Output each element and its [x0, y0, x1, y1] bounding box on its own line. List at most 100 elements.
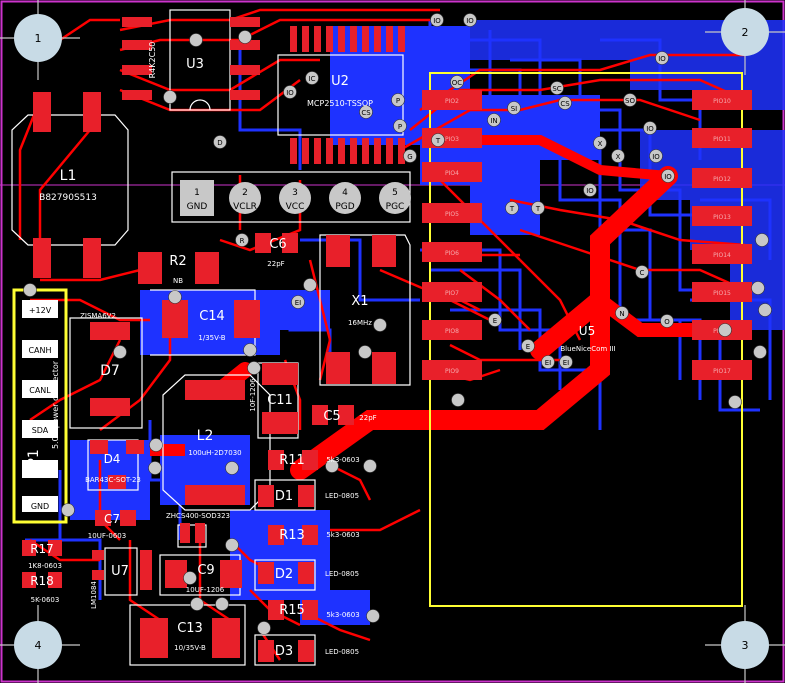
via: EI	[291, 295, 305, 309]
mount-hole-2: 2	[721, 8, 769, 56]
via	[225, 538, 239, 552]
label-l1-value: B82790S513	[39, 193, 97, 203]
via: IO	[430, 13, 444, 27]
via-label: D	[217, 139, 222, 147]
label-r15-ref: R15	[279, 603, 305, 618]
via-label: SI	[511, 105, 518, 113]
label-d4-ref: D4	[104, 452, 121, 466]
u2-pin	[362, 138, 369, 164]
header-pin-2-label: VCLR	[233, 202, 257, 212]
jp1-outline	[12, 288, 68, 524]
mount-hole-3: 3	[721, 621, 769, 669]
label-d2-value: LED-0805	[325, 570, 359, 578]
label-r17-ref: R17	[30, 542, 54, 556]
svg-text:3: 3	[742, 639, 749, 652]
via	[225, 461, 239, 475]
via	[61, 503, 75, 517]
via: E	[521, 339, 535, 353]
u2-pin	[374, 138, 381, 164]
via	[358, 345, 372, 359]
label-r2-value: NB	[173, 277, 183, 285]
via	[751, 281, 765, 295]
header-pin-3-num: 3	[292, 188, 298, 198]
jp1-pin-4: SDA	[32, 426, 49, 435]
via: P	[391, 93, 405, 107]
via	[243, 343, 257, 357]
via	[753, 345, 767, 359]
u2-pin	[398, 26, 405, 52]
u5-pad: PIO15	[692, 282, 752, 302]
u2-pin	[314, 26, 321, 52]
u5-pad: PIO17	[692, 360, 752, 380]
label-c14-ref: C14	[199, 309, 225, 324]
u5-pad: PIO5	[422, 203, 482, 223]
jp1-pads: +12V CANH CANL SDA GND 5.0V power connec…	[22, 300, 60, 512]
via-label: IO	[466, 17, 474, 25]
u2-pin	[302, 138, 309, 164]
u5-pad: PIO14	[692, 244, 752, 264]
via	[215, 597, 229, 611]
label-r11-ref: R11	[279, 453, 305, 468]
u2-pin	[326, 26, 333, 52]
header-pin-5-num: 5	[392, 188, 398, 198]
via-label: OC	[452, 79, 463, 87]
u2-pin	[314, 138, 321, 164]
label-d1-value: LED-0805	[325, 492, 359, 500]
label-c6-value: 22pF	[267, 260, 284, 268]
jp1-pin-5: GND	[31, 502, 49, 511]
u5-pad-label: PIO13	[713, 214, 731, 221]
u2-pin	[290, 138, 297, 164]
svg-text:4: 4	[35, 639, 42, 652]
header-pin-1-label: GND	[187, 202, 208, 212]
via	[113, 345, 127, 359]
label-r13-value: 5k3-0603	[326, 531, 359, 539]
via-label: EI	[545, 359, 552, 367]
via: IC	[305, 71, 319, 85]
header-pin-4-label: PGD	[335, 202, 354, 212]
u5-pad: PIO9	[422, 360, 482, 380]
jp1-ref: JP1	[26, 449, 42, 471]
via	[451, 393, 465, 407]
via: E	[488, 313, 502, 327]
label-r2-ref: R2	[169, 254, 186, 269]
via-label: IO	[286, 89, 294, 97]
label-r15-value: 5k3-0603	[326, 611, 359, 619]
via-label: IO	[658, 55, 666, 63]
label-d2-ref: D2	[275, 567, 293, 582]
mount-hole-4: 4	[14, 621, 62, 669]
via: OC	[450, 75, 464, 89]
label-d3-ref: D3	[275, 644, 293, 659]
via-label: CS	[560, 100, 570, 108]
header-pin-2-num: 2	[242, 188, 248, 198]
u2-pins	[290, 26, 405, 164]
via: IO	[655, 51, 669, 65]
via: C	[635, 265, 649, 279]
jp1-pin-1: +12V	[29, 306, 52, 315]
via-label: O	[664, 318, 670, 326]
u2-pin	[338, 138, 345, 164]
via	[758, 303, 772, 317]
label-c11-value: 10F-1206	[249, 378, 257, 412]
u5-pad: PIO3	[422, 128, 482, 148]
via-label: IO	[646, 125, 654, 133]
jp1-pin-2: CANH	[28, 346, 51, 355]
via-label: G	[407, 153, 412, 161]
label-c9-value: 10UF-1206	[186, 586, 225, 594]
via-label: T	[435, 137, 441, 145]
u5-pad: PIO7	[422, 282, 482, 302]
label-d4-value: BAR43C-SOT-23	[85, 476, 141, 484]
label-c5-value: 22pF	[359, 414, 376, 422]
u2-pin	[386, 138, 393, 164]
label-u3-value: R4K2C50	[148, 42, 157, 79]
label-d5-value: ZHCS400-SOD323	[166, 512, 230, 520]
via: G	[403, 149, 417, 163]
via-label: P	[396, 97, 400, 105]
via-label: T	[509, 205, 515, 213]
via	[325, 459, 339, 473]
via-label: N	[619, 310, 624, 318]
svg-text:2: 2	[742, 26, 749, 39]
via	[183, 571, 197, 585]
via: SI	[507, 101, 521, 115]
u5-pad-label: PIO15	[713, 290, 731, 297]
